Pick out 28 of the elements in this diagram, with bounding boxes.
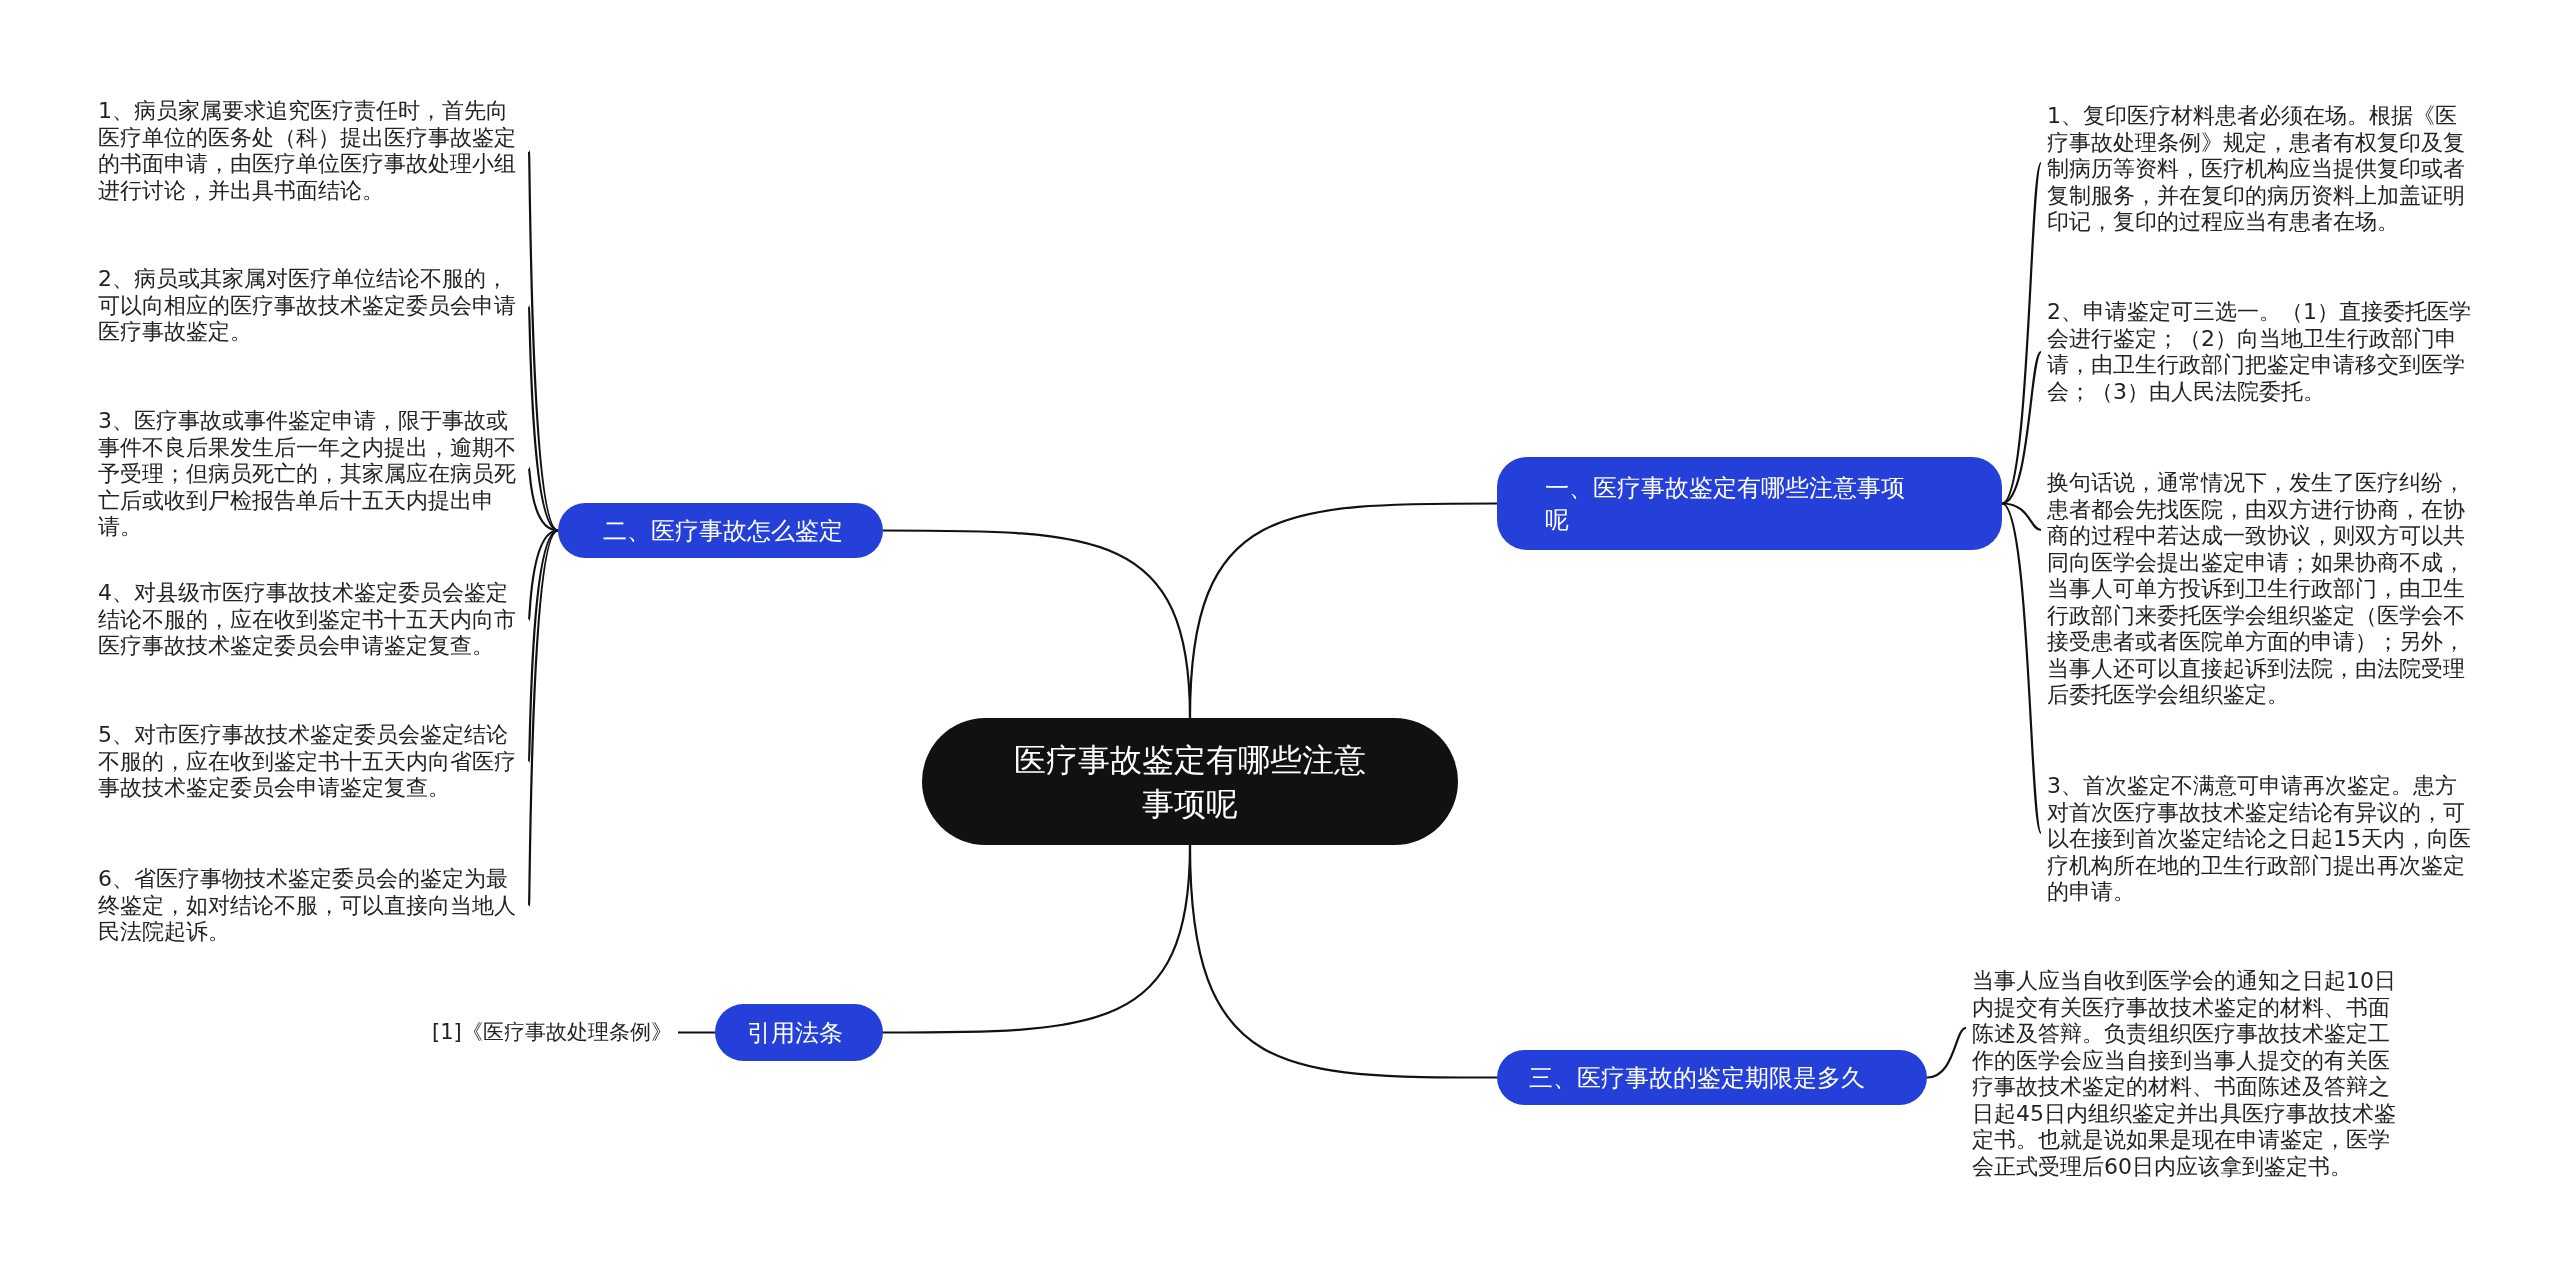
- connector-line: [883, 529, 1192, 719]
- note-text: 1、病员家属要求追究医疗责任时，首先向医疗单位的医务处（科）提出医疗事故鉴定的书面申请，由医疗单位医疗事故处理小组进行讨论，并出具书面结论。: [98, 98, 523, 204]
- topic-pill: 一、医疗事故鉴定有哪些注意事项呢: [1497, 457, 2002, 550]
- connector-line: [527, 529, 559, 907]
- connector-line: [527, 529, 559, 763]
- note-text: 1、复印医疗材料患者必须在场。根据《医疗事故处理条例》规定，患者有权复印及复制病历等资料，医疗机构应当提供复印或者复制服务，并在复印的病历资料上加盖证明印记，复印的过程应当有患者在场。: [2047, 103, 2472, 236]
- note-text: 3、首次鉴定不满意可申请再次鉴定。患方对首次医疗事故技术鉴定结论有异议的，可以在接到首次鉴定结论之日起15天内，向医疗机构所在地的卫生行政部门提出再次鉴定的申请。: [2047, 773, 2472, 906]
- connector-line: [678, 1031, 715, 1034]
- note-text: 2、申请鉴定可三选一。（1）直接委托医学会进行鉴定；（2）向当地卫生行政部门申请，由卫生行政部门把鉴定申请移交到医学会；（3）由人民法院委托。: [2047, 299, 2472, 405]
- connector-line: [2001, 502, 2042, 532]
- connector-line: [2001, 502, 2043, 834]
- note-text: 2、病员或其家属对医疗单位结论不服的，可以向相应的医疗事故技术鉴定委员会申请医疗事故鉴定。: [98, 266, 523, 346]
- topic-pill: 引用法条: [715, 1004, 883, 1061]
- note-text: 3、医疗事故或事件鉴定申请，限于事故或事件不良后果发生后一年之内提出，逾期不予受理；但病员死亡的，其家属应在病员死亡后或收到尸检报告单后十五天内提出申请。: [98, 408, 523, 541]
- connector-line: [1926, 1027, 1967, 1079]
- note-text: 换句话说，通常情况下，发生了医疗纠纷，患者都会先找医院，由双方进行协商，在协商的过程中若达成一致协议，则双方可以共同向医学会提出鉴定申请；如果协商不成，当事人可单方投诉到卫生行政部门，由卫生行政部门来委托医学会组织鉴定（医学会不接受患者或者医院单方面的申请）；另外，当事人还可以直接起诉到法院，由法院受理后委托医学会组织鉴定。: [2047, 470, 2472, 709]
- note-text: 6、省医疗事物技术鉴定委员会的鉴定为最终鉴定，如对结论不服，可以直接向当地人民法院起诉。: [98, 866, 523, 946]
- citation-text: [1]《医疗事故处理条例》: [432, 1019, 672, 1046]
- connector-line: [2001, 351, 2042, 505]
- note-text: 当事人应当自收到医学会的通知之日起10日内提交有关医疗事故技术鉴定的材料、书面陈述及答辩。负责组织医疗事故技术鉴定工作的医学会应当自接到当事人提交的有关医疗事故技术鉴定的材料、书面陈述及答辩之日起45日内组织鉴定并出具医疗事故技术鉴定书。也就是说如果是现在申请鉴定，医学会正式受理后60日内应该拿到鉴定书。: [1972, 968, 2397, 1180]
- connector-line: [527, 150, 559, 532]
- note-text: 4、对县级市医疗事故技术鉴定委员会鉴定结论不服的，应在收到鉴定书十五天内向市医疗事故技术鉴定委员会申请鉴定复查。: [98, 580, 523, 660]
- note-text: 5、对市医疗事故技术鉴定委员会鉴定结论不服的，应在收到鉴定书十五天内向省医疗事故技术鉴定委员会申请鉴定复查。: [98, 722, 523, 802]
- topic-pill: 二、医疗事故怎么鉴定: [558, 503, 883, 558]
- connector-line: [883, 844, 1192, 1034]
- topic-pill: 三、医疗事故的鉴定期限是多久: [1497, 1050, 1927, 1105]
- connector-line: [2001, 162, 2043, 505]
- central-topic: 医疗事故鉴定有哪些注意事项呢: [922, 718, 1458, 845]
